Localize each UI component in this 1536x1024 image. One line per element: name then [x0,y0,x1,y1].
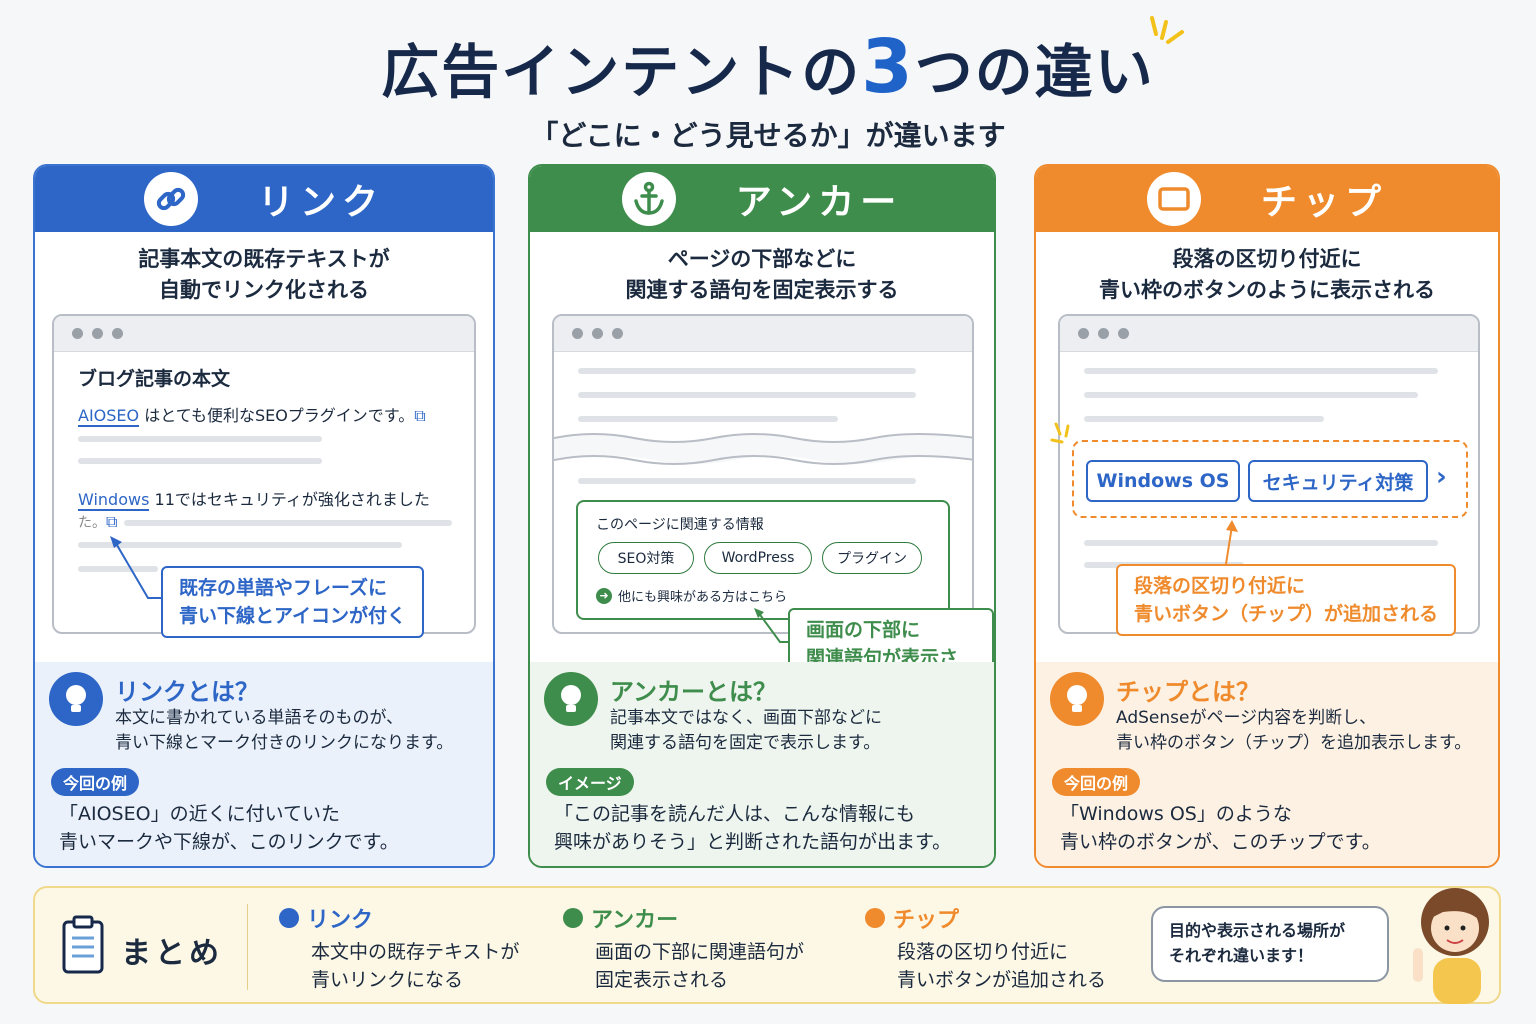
green-dot-icon [563,908,583,928]
link-answer: 本文に書かれている単語そのものが、青い下線とマーク付きのリンクになります。 [115,708,454,753]
summary-bar: まとめ リンク 本文中の既存テキストが青いリンクになる アンカー 画面の下部に関… [33,886,1501,1004]
arrow-circle-icon: ➜ [596,587,612,604]
keyword-seo[interactable]: SEO対策 [598,542,694,574]
anchor-explainer: アンカーとは？ 記事本文ではなく、画面下部などに関連する語句を固定で表示します。… [530,662,994,866]
anchor-icon [621,172,676,226]
link-explainer: リンクとは？ 本文に書かれている単語そのものが、青い下線とマーク付きのリンクにな… [35,662,493,866]
external-link-icon[interactable]: ⧉ [414,406,426,425]
link-callout: 既存の単語やフレーズに青い下線とアイコンが付く [161,566,425,638]
blog-line-2b: た。⧉ [78,512,118,531]
related-info-title: このページに関連する情報 [596,517,764,533]
image-tag: イメージ [546,768,634,796]
lightbulb-icon [544,672,598,726]
related-info-box: このページに関連する情報 SEO対策 WordPress プラグイン ➜他にも興… [576,500,950,620]
aioseo-link[interactable]: AIOSEO [78,406,140,427]
chip-explainer: チップとは？ AdSenseがページ内容を判断し、青い枠のボタン（チップ）を追加… [1036,662,1498,866]
chip-icon [1146,172,1201,226]
chip-question: チップとは？ [1116,678,1260,706]
sparkle-icon [1050,422,1070,444]
summary-item-anchor: アンカー 画面の下部に関連語句が固定表示される [563,902,804,994]
chip-example: 「Windows OS」のような青い枠のボタンが、このチップです。 [1060,803,1381,853]
anchor-question: アンカーとは？ [610,678,778,706]
page-mock-window: このページに関連する情報 SEO対策 WordPress プラグイン ➜他にも興… [552,314,974,634]
chip-desc: 段落の区切り付近に青い枠のボタンのように表示される [1099,247,1435,302]
pointer-arrow [110,536,164,599]
summary-item-link: リンク 本文中の既存テキストが青いリンクになる [279,902,519,994]
anchor-card: アンカー ページの下部などに関連する語句を固定表示する このページに関連する情報… [528,164,996,868]
anchor-desc: ページの下部などに関連する語句を固定表示する [625,247,899,302]
chip-card-header: チップ [1036,166,1498,232]
external-link-icon[interactable]: ⧉ [106,512,118,531]
windows-link[interactable]: Windows [78,490,150,511]
divider [247,904,248,990]
blog-line-1: AIOSEO はとても便利なSEOプラグインです。⧉ [78,406,426,427]
speech-bubble: 目的や表示される場所がそれぞれ違います！ [1151,906,1389,982]
example-tag: 今回の例 [1052,768,1141,796]
chip-windows-os[interactable]: Windows OS [1086,460,1240,502]
sparkle-icon [1150,16,1184,44]
keyword-plugin[interactable]: プラグイン [822,542,922,574]
chip-area: Windows OS セキュリティ対策 › [1072,440,1468,518]
link-card-header: リンク [35,166,493,232]
window-titlebar [54,316,474,352]
page-break-wave [554,433,972,465]
chip-card: チップ 段落の区切り付近に青い枠のボタンのように表示される Windows OS… [1034,164,1500,868]
keyword-wordpress[interactable]: WordPress [704,542,812,574]
link-desc: 記事本文の既存テキストが自動でリンク化される [138,247,390,302]
summary-item-chip: チップ 段落の区切り付近に青いボタンが追加される [865,902,1106,994]
example-tag: 今回の例 [51,768,140,796]
more-link[interactable]: ➜他にも興味がある方はこちら [596,586,787,605]
chip-card-title: チップ [1260,182,1387,223]
link-card-title: リンク [257,182,384,223]
link-card: リンク 記事本文の既存テキストが自動でリンク化される ブログ記事の本文 AIOS… [33,164,495,868]
lightbulb-icon [1050,672,1104,726]
blog-heading: ブログ記事の本文 [78,368,231,390]
chip-callout: 段落の区切り付近に青いボタン（チップ）が追加される [1116,564,1457,636]
title-number: 3 [861,24,915,110]
presenter-avatar [1413,888,1489,1004]
blog-line-2: Windows 11ではセキュリティが強化されました [78,490,430,511]
chip-answer: AdSenseがページ内容を判断し、青い枠のボタン（チップ）を追加表示します。 [1116,708,1472,753]
anchor-example: 「この記事を読んだ人は、こんな情報にも興味がありそう」と判断された語句が出ます。 [554,803,952,853]
page-subtitle: 「どこに・どう見せるか」が違います [530,119,1006,152]
window-titlebar [1060,316,1478,352]
anchor-card-header: アンカー [530,166,994,232]
summary-title: まとめ [121,936,223,971]
link-icon [143,172,198,226]
anchor-card-title: アンカー [735,182,903,223]
blue-dot-icon [279,908,299,928]
pointer-arrow [1225,520,1238,564]
chip-security[interactable]: セキュリティ対策 [1248,460,1428,502]
lightbulb-icon [49,672,103,726]
link-question: リンクとは？ [115,678,259,706]
clipboard-icon [62,915,104,974]
link-example: 「AIOSEO」の近くに付いていた青いマークや下線が、このリンクです。 [59,803,399,853]
orange-dot-icon [865,908,885,928]
anchor-answer: 記事本文ではなく、画面下部などに関連する語句を固定で表示します。 [610,708,882,753]
page-title: 広告インテントの3つの違い [381,24,1155,110]
window-titlebar [554,316,972,352]
chevron-right-icon[interactable]: › [1436,462,1447,492]
